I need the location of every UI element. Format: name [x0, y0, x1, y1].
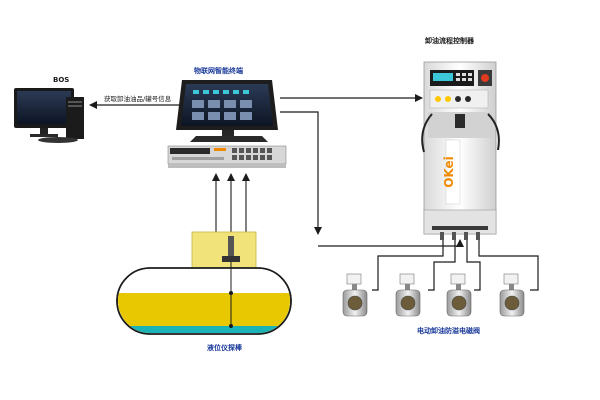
solenoid-valve-icon — [446, 273, 472, 317]
bos-computer-icon — [14, 88, 84, 143]
solenoid-valve-icon — [342, 273, 368, 317]
probe-signal-arrows — [212, 173, 250, 232]
controller-cabinet-icon: OKei — [421, 61, 500, 240]
valves-label: 电动卸油防溢电磁阀 — [417, 327, 480, 335]
brand-text: OKei — [442, 156, 456, 188]
probe-label: 液位仪探棒 — [207, 344, 242, 352]
oil-tank-icon — [116, 231, 292, 335]
line-to-controller-base — [318, 239, 464, 247]
terminal-label: 物联网智能终端 — [194, 67, 243, 75]
line-terminal-down — [280, 111, 322, 235]
terminal-icon — [176, 80, 278, 142]
arrow-caption: 获取卸油油品/罐号信息 — [104, 95, 172, 103]
solenoid-valve-icon — [499, 273, 525, 317]
level-probe-icon — [222, 236, 240, 328]
controller-label: 卸油流程控制器 — [425, 37, 474, 45]
solenoid-valve-icon — [395, 273, 421, 317]
valve-cables — [372, 240, 539, 291]
rack-device-icon — [167, 145, 287, 168]
bos-label: BOS — [53, 76, 70, 84]
